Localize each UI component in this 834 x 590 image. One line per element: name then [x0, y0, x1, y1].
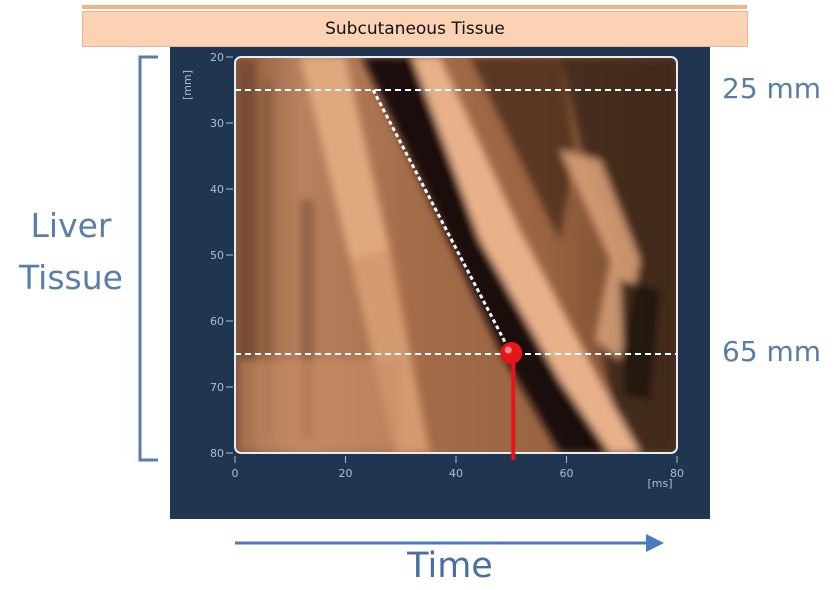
y-tick-label: 20 — [210, 51, 224, 64]
y-tick-label: 50 — [210, 249, 224, 262]
wave-slope-line — [371, 89, 513, 355]
y-tick-label: 60 — [210, 315, 224, 328]
x-tick-label: 60 — [560, 467, 574, 480]
y-tick-label: 80 — [210, 447, 224, 460]
liver-bracket — [138, 55, 158, 462]
time-arrow-head — [646, 534, 664, 552]
liver-label-line-2: Tissue — [19, 258, 123, 297]
liver-tissue-label: Liver Tissue — [6, 200, 136, 304]
elastogram-image — [235, 57, 677, 453]
x-tick-label: 80 — [670, 467, 684, 480]
x-axis: 0 20 40 60 80 — [232, 456, 684, 480]
x-axis-unit: [ms] — [647, 477, 672, 490]
y-axis: 20 30 40 50 60 70 80 — [210, 51, 233, 460]
x-tick-label: 20 — [339, 467, 353, 480]
y-tick-label: 40 — [210, 183, 224, 196]
x-tick-label: 40 — [449, 467, 463, 480]
depth-25mm-label: 25 mm — [722, 72, 822, 105]
x-tick-label: 0 — [232, 467, 239, 480]
liver-label-line-1: Liver — [30, 206, 112, 245]
shear-wave-line — [371, 89, 523, 460]
depth-65mm-label: 65 mm — [722, 335, 822, 368]
marker-dot — [500, 342, 523, 364]
depth-guide-lines — [235, 89, 677, 355]
y-tick-label: 70 — [210, 381, 224, 394]
marker-highlight — [504, 346, 512, 354]
subcutaneous-tissue-band: Subcutaneous Tissue — [82, 11, 748, 47]
top-boundary-line — [82, 5, 747, 9]
y-axis-unit: [mm] — [181, 70, 194, 100]
y-tick-label: 30 — [210, 117, 224, 130]
time-label: Time — [407, 546, 493, 586]
